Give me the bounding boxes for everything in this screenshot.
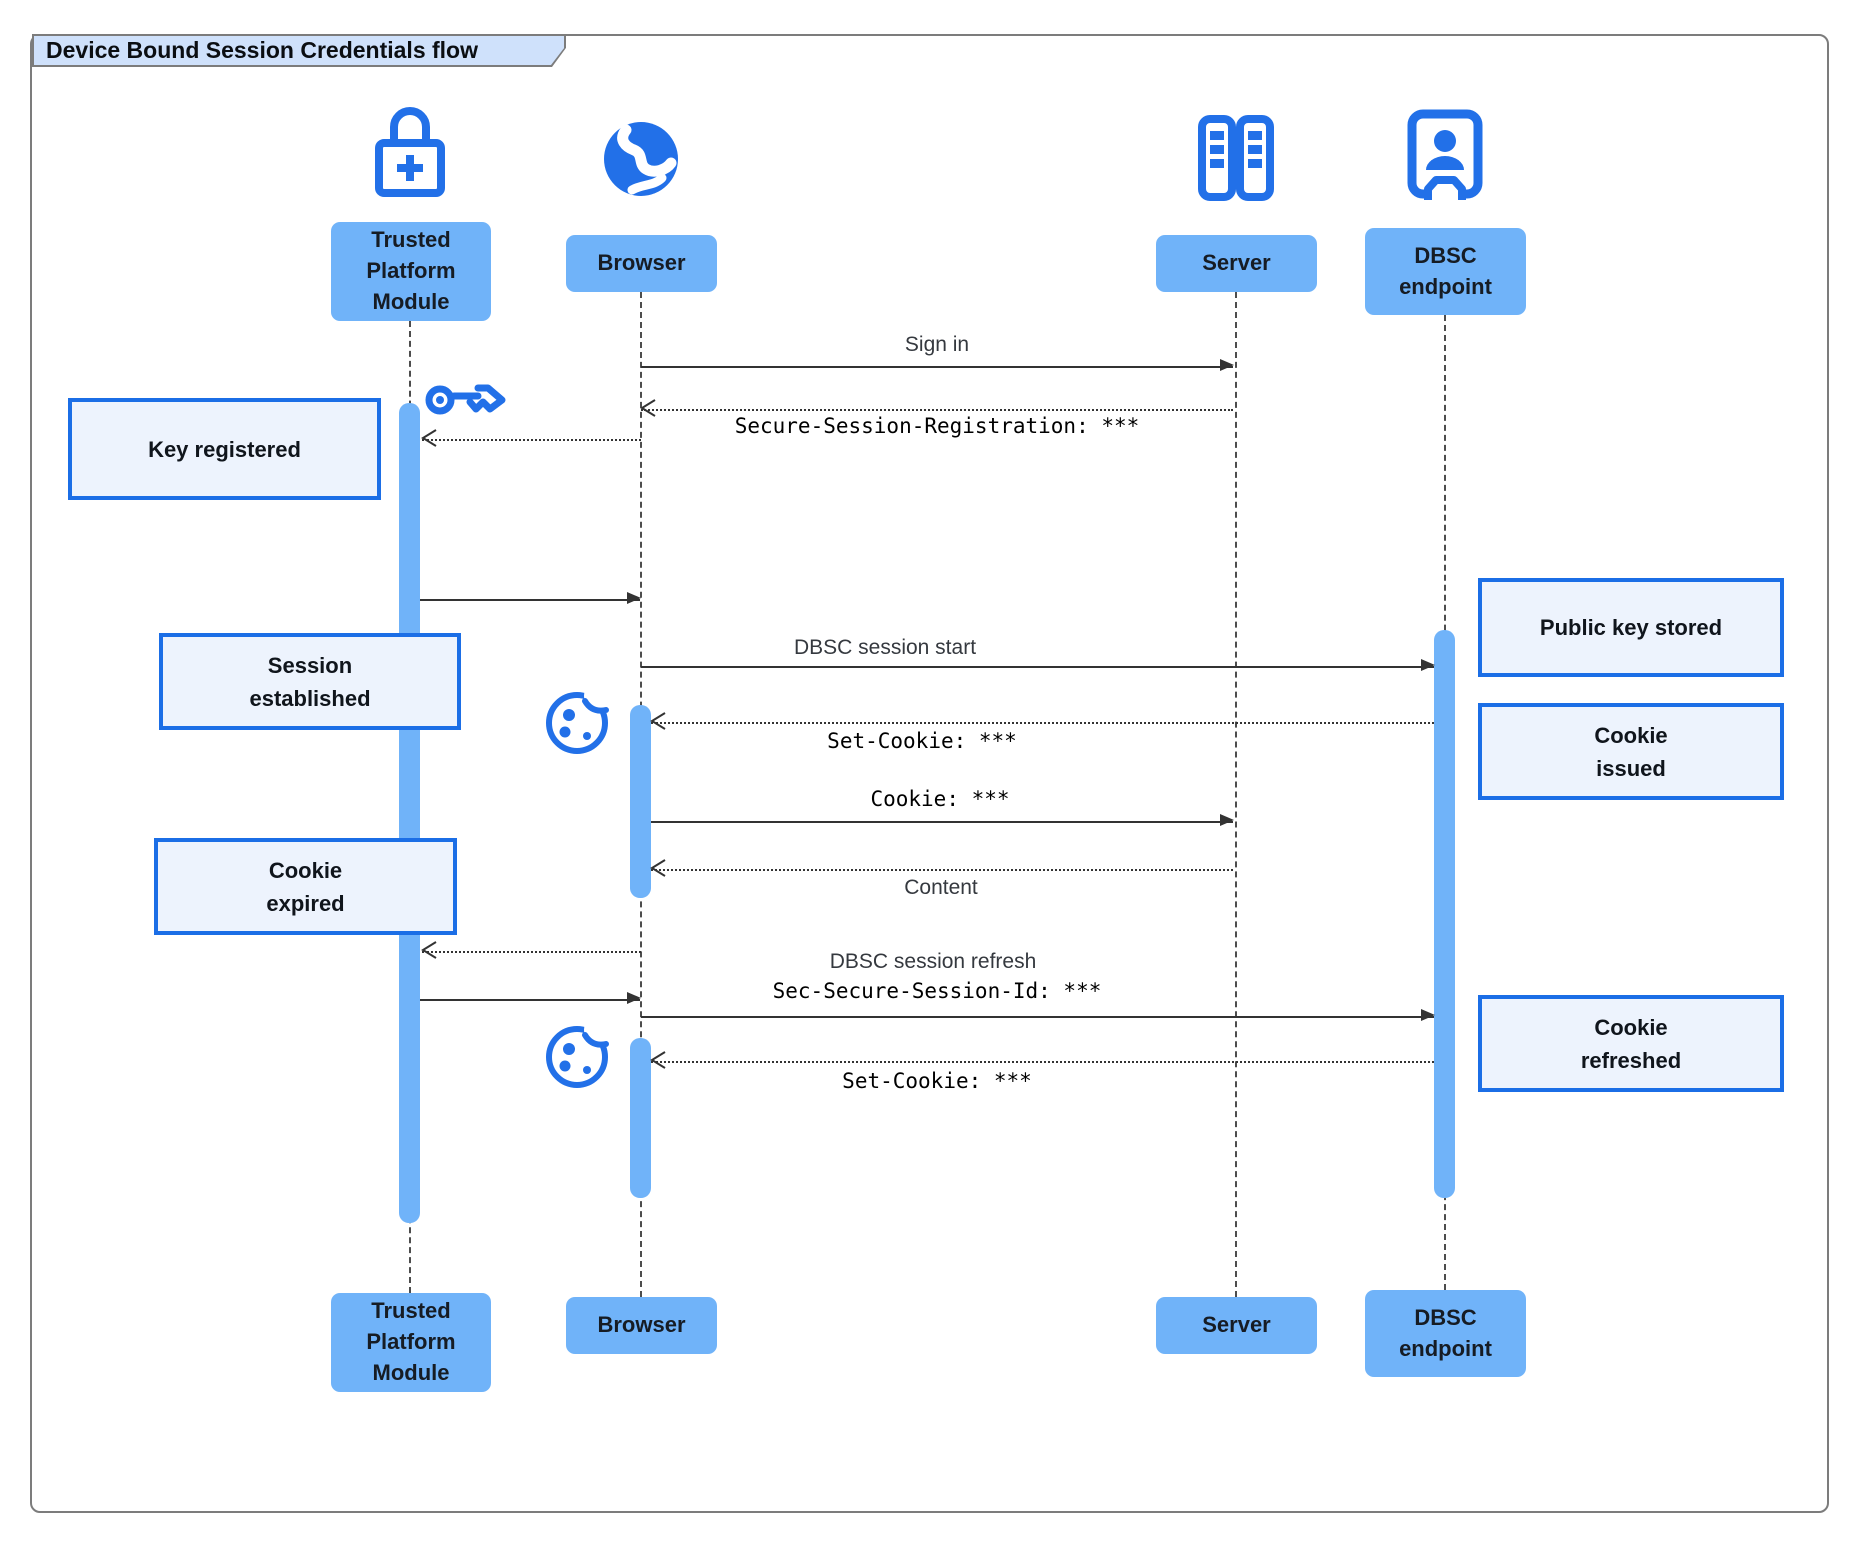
open-arrowhead-icon: [650, 712, 666, 730]
actor-label-dbsc-top: DBSC endpoint: [1365, 228, 1526, 315]
activation-browser-1: [630, 705, 651, 898]
open-arrowhead-icon: [421, 429, 437, 447]
diagram-frame: [30, 34, 1829, 1513]
arrow-set-cookie-1: [650, 712, 1434, 730]
note-public-key-stored: Public key stored: [1478, 578, 1784, 677]
arrow-sign-in: [641, 359, 1234, 371]
arrowhead-icon: [627, 992, 641, 1004]
cookie-icon: [546, 1014, 616, 1088]
diagram-title-tab: Device Bound Session Credentials flow: [32, 34, 566, 67]
arrow-dbsc-session-start: [641, 659, 1435, 671]
key-icon: [425, 384, 506, 415]
note-cookie-expired: Cookie expired: [154, 838, 457, 935]
open-arrowhead-icon: [640, 399, 656, 417]
open-arrowhead-icon: [650, 859, 666, 877]
actor-label-dbsc-bottom: DBSC endpoint: [1365, 1290, 1526, 1377]
arrow-set-cookie-2: [650, 1051, 1434, 1069]
door-person-icon: [1407, 109, 1483, 200]
globe-icon: [604, 122, 678, 196]
note-cookie-issued: Cookie issued: [1478, 703, 1784, 800]
server-rack-icon: [1198, 115, 1274, 201]
arrowhead-icon: [1421, 659, 1435, 671]
label-cookie: Cookie: ***: [870, 787, 1010, 811]
arrow-tpm-to-browser-key-2: [420, 992, 641, 1004]
open-arrowhead-icon: [650, 1051, 666, 1069]
label-sec-secure-session-id: Sec-Secure-Session-Id: ***: [772, 979, 1102, 1003]
arrow-tpm-to-browser-key: [420, 592, 641, 604]
actor-label-browser-top: Browser: [566, 235, 717, 292]
lifeline-server: [1235, 292, 1237, 1297]
arrow-browser-to-tpm-register: [421, 429, 641, 447]
actor-label-server-bottom: Server: [1156, 1297, 1317, 1354]
activation-dbsc: [1434, 630, 1455, 1198]
arrow-cookie: [651, 814, 1234, 826]
activation-browser-2: [630, 1038, 651, 1198]
actor-label-server-top: Server: [1156, 235, 1317, 292]
cookie-icon: [546, 680, 616, 754]
actor-label-browser-bottom: Browser: [566, 1297, 717, 1354]
activation-tpm: [399, 403, 420, 1223]
note-cookie-refreshed: Cookie refreshed: [1478, 995, 1784, 1092]
lock-plus-icon: [375, 107, 445, 197]
diagram-title: Device Bound Session Credentials flow: [34, 36, 564, 65]
note-session-established: Session established: [159, 633, 461, 730]
label-content: Content: [904, 876, 978, 899]
actor-label-tpm-bottom: Trusted Platform Module: [331, 1293, 491, 1392]
arrow-dbsc-session-refresh: [641, 1009, 1435, 1021]
note-key-registered: Key registered: [68, 398, 381, 500]
label-set-cookie-1: Set-Cookie: ***: [827, 729, 1017, 753]
label-sign-in: Sign in: [904, 333, 970, 356]
label-dbsc-session-start: DBSC session start: [793, 636, 977, 659]
arrow-secure-session-registration: [640, 399, 1233, 417]
label-secure-session-registration: Secure-Session-Registration: ***: [734, 414, 1140, 438]
label-set-cookie-2: Set-Cookie: ***: [842, 1069, 1032, 1093]
label-dbsc-session-refresh: DBSC session refresh: [829, 950, 1037, 973]
arrow-content: [650, 859, 1233, 877]
arrow-browser-to-tpm-refresh: [421, 941, 641, 959]
arrowhead-icon: [1421, 1009, 1435, 1021]
arrowhead-icon: [1220, 814, 1234, 826]
arrowhead-icon: [1220, 359, 1234, 371]
open-arrowhead-icon: [421, 941, 437, 959]
arrowhead-icon: [627, 592, 641, 604]
actor-label-tpm-top: Trusted Platform Module: [331, 222, 491, 321]
